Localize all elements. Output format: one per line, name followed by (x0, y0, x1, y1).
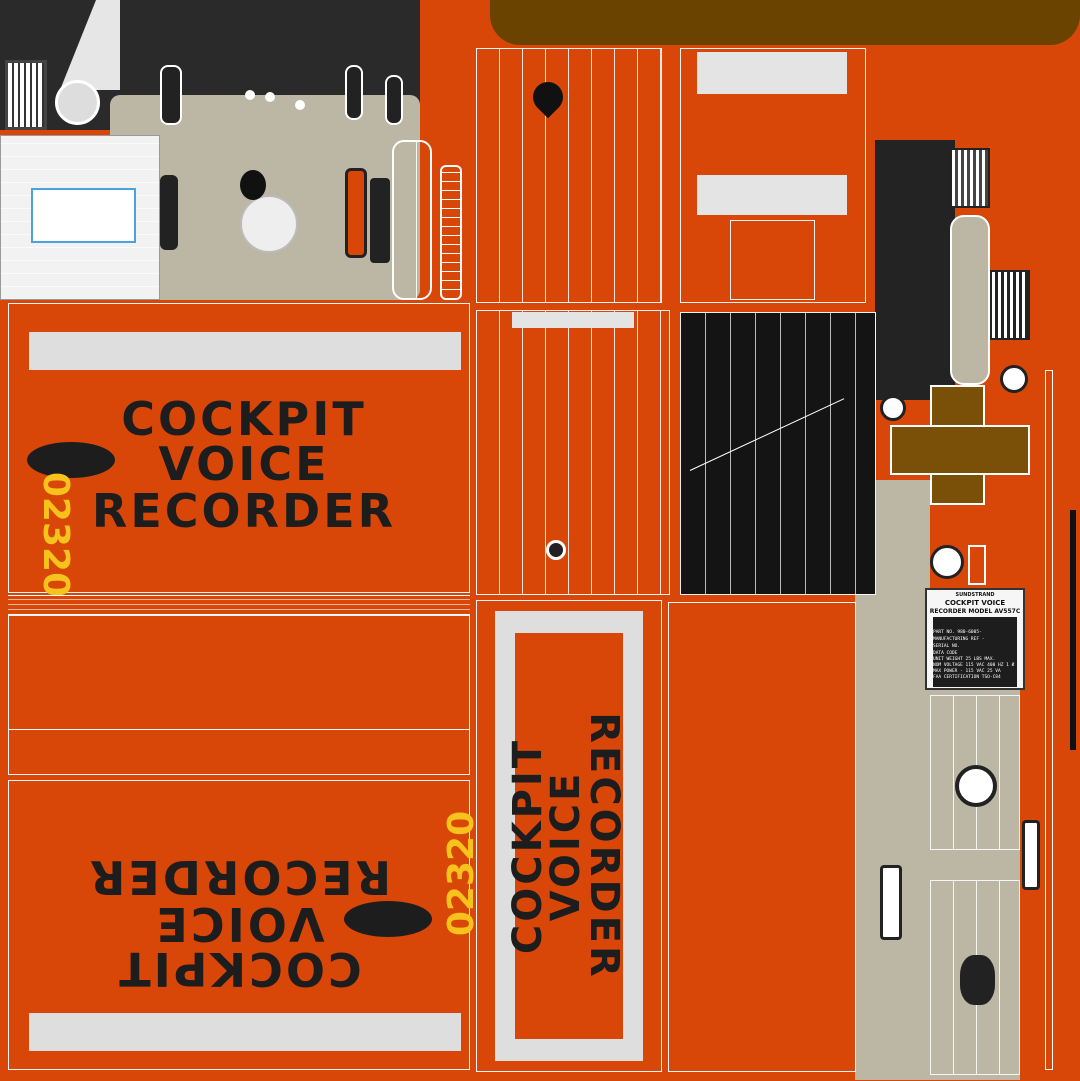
connector-icon (1022, 820, 1040, 890)
plate-brand: SUNDSTRAND (955, 592, 995, 598)
latch-icon (385, 75, 403, 125)
plate-row: FAA CERTIFICATION TSO-C84 (933, 675, 1001, 680)
top-panel-b (680, 48, 866, 303)
black-oval (27, 442, 115, 478)
plain-orange-panel (668, 602, 856, 1072)
strut-wireframe (440, 165, 462, 300)
data-plate: SUNDSTRAND COCKPIT VOICE RECORDER MODEL … (925, 588, 1025, 690)
plate-row: NOM VOLTAGE 115 VAC 400 HZ 1 Ø (933, 663, 1015, 668)
panel-stripe (29, 332, 461, 370)
brown-band (490, 0, 1080, 45)
flipped-label-line3: RECORDER (86, 850, 392, 904)
side-label-panel: COCKPIT VOICE RECORDER (476, 600, 662, 1072)
bolt-icon (295, 100, 305, 110)
knob-icon (1000, 365, 1028, 393)
black-edge-bar (1070, 510, 1076, 750)
black-oval (344, 901, 432, 937)
top-panel-a (476, 48, 662, 303)
plate-row: PART NO. 980-6005- (933, 630, 982, 635)
main-label-line2: VOICE (158, 437, 330, 491)
vent-icon (950, 148, 990, 208)
main-label-line1: COCKPIT (121, 392, 367, 446)
plate-title-1: COCKPIT VOICE (944, 599, 1006, 607)
globe-knob-icon (240, 195, 298, 253)
speaker-icon (955, 765, 997, 807)
red-indicator (968, 545, 986, 585)
bracket-wireframe (392, 140, 432, 300)
main-panel-bottom: COCKPIT VOICE RECORDER 02320 (8, 780, 482, 1070)
connector-icon (5, 60, 47, 130)
plate-row: MAX POWER - 115 VAC 25 VA (933, 669, 1001, 674)
plate-row: SERIAL NO. (933, 644, 961, 649)
small-dark-knob-icon (240, 170, 266, 200)
main-label-line3: RECORDER (91, 484, 397, 538)
plate-row: DATA CODE (933, 651, 958, 656)
connector-icon (880, 865, 902, 940)
flipped-label-group: COCKPIT VOICE RECORDER (79, 836, 399, 996)
label-sheet (0, 135, 160, 300)
plate-row: UNIT WEIGHT 25 LBS MAX. (933, 657, 996, 662)
middle-panel-bar (512, 312, 634, 328)
latch-icon (345, 65, 363, 120)
plate-row: MANUFACTURING REF - (933, 637, 985, 642)
knob-icon (930, 545, 964, 579)
dark-blob-icon (960, 955, 995, 1005)
bolt-icon (245, 90, 255, 100)
right-dark-strip (875, 140, 955, 400)
top-panel-b-bar (697, 52, 847, 94)
knob-icon (55, 80, 100, 125)
main-panel-top: COCKPIT VOICE RECORDER 02320 (8, 303, 470, 597)
handle-icon (370, 178, 390, 263)
top-panel-b-inner (730, 220, 815, 300)
main-panel-seam (8, 595, 470, 615)
panel-line (9, 729, 469, 730)
vent-icon (990, 270, 1030, 340)
brown-box-unwrap (890, 385, 1030, 505)
main-panel-middle (8, 615, 470, 775)
side-label-line3: RECORDER (581, 712, 627, 980)
middle-wireframe-panel (476, 310, 670, 595)
side-label-group: COCKPIT VOICE RECORDER (505, 611, 627, 1081)
blue-sticker (31, 188, 136, 243)
knob-icon (880, 395, 906, 421)
plate-panel (933, 617, 1017, 687)
black-wireframe-panel (680, 312, 876, 595)
red-light-icon (160, 175, 178, 250)
flipped-label-line2: VOICE (153, 897, 325, 951)
serial-number: 02320 (35, 471, 77, 598)
vertical-rail (1045, 370, 1053, 1070)
handle-icon (345, 168, 367, 258)
bolt-icon (546, 540, 566, 560)
latch-icon (160, 65, 182, 125)
panel-stripe (29, 1013, 461, 1051)
bolt-icon (265, 92, 275, 102)
bone-wireframe (950, 215, 990, 385)
plate-title-2: RECORDER MODEL AV557C (929, 608, 1021, 615)
top-panel-b-bar (697, 175, 847, 215)
h-bracket (495, 611, 643, 1061)
